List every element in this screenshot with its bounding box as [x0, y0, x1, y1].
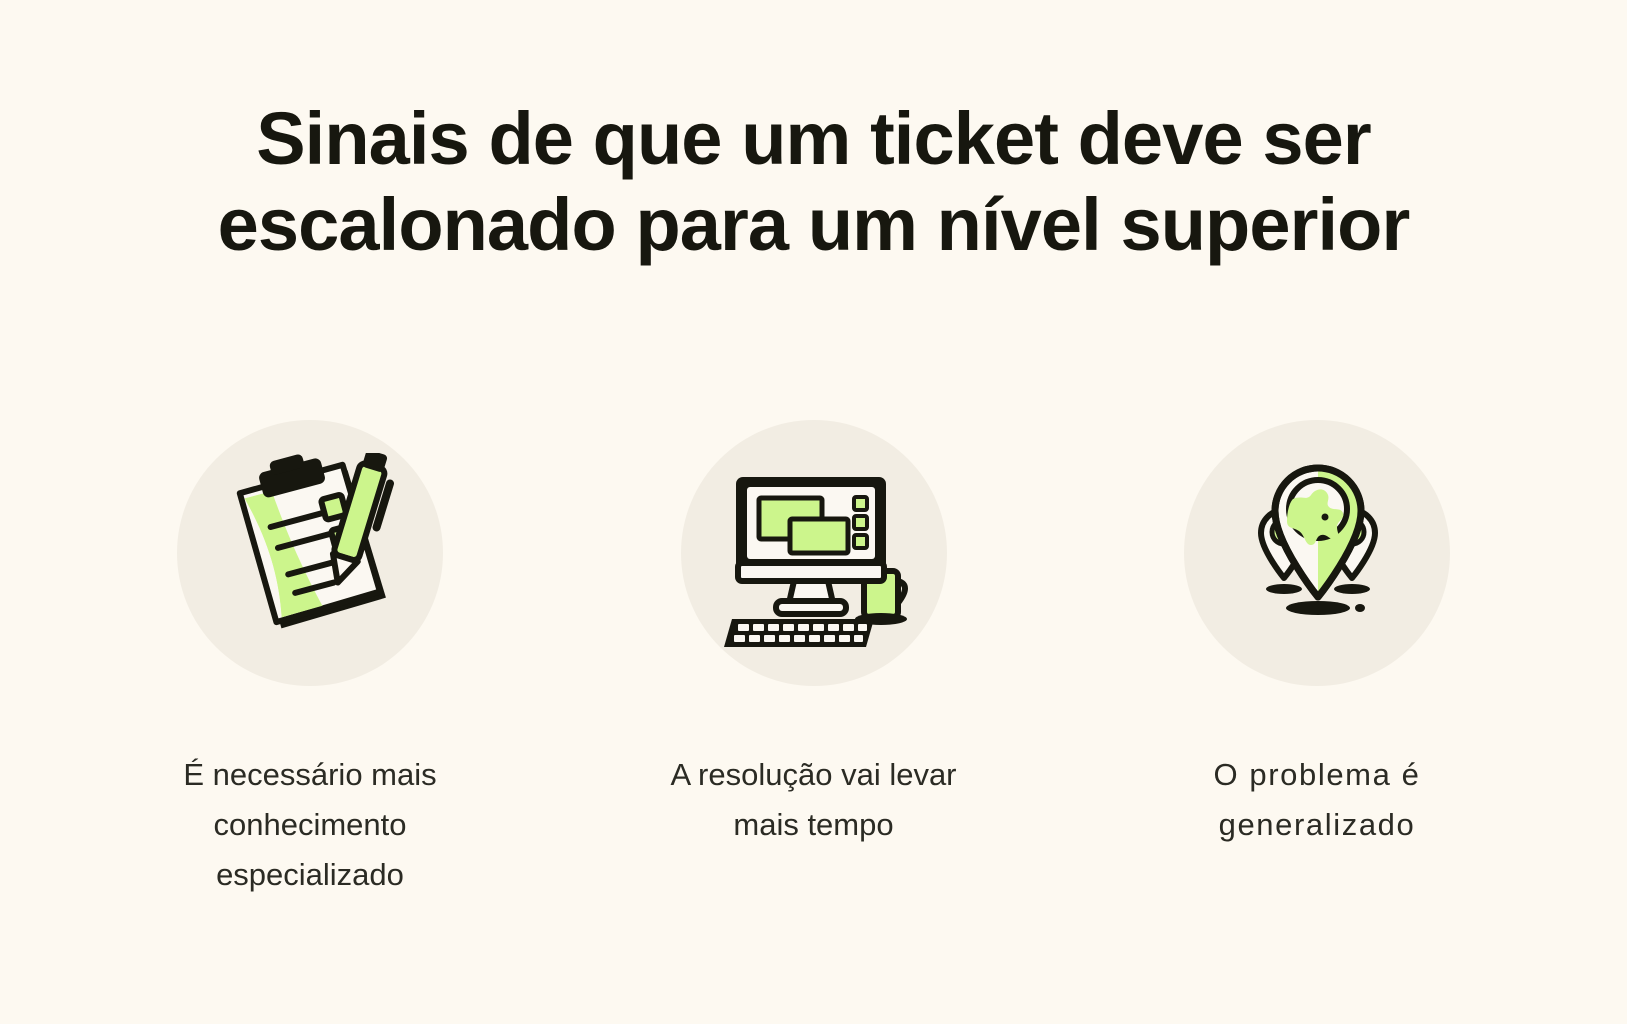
icon-circle-1 [177, 420, 443, 686]
columns-container: É necessário mais conhecimento especiali… [60, 420, 1567, 900]
icon-circle-2 [680, 420, 947, 686]
clipboard-checklist-pen-icon [210, 453, 410, 653]
page-title-line-1: Sinais de que um ticket deve ser [256, 97, 1371, 180]
column-caption-3: O problema é generalizado [1213, 750, 1420, 850]
column-resolution-time: A resolução vai levar mais tempo [564, 420, 1064, 850]
caption-2-line-1: A resolução vai levar [670, 757, 957, 792]
caption-2-line-2: mais tempo [733, 807, 894, 842]
icon-circle-3 [1184, 420, 1450, 686]
column-knowledge: É necessário mais conhecimento especiali… [60, 420, 560, 900]
column-caption-2: A resolução vai levar mais tempo [670, 750, 956, 850]
caption-1-line-2: conhecimento [213, 807, 407, 842]
map-pins-globe-icon [1217, 453, 1417, 653]
page-title-line-2: escalonado para um nível superior [217, 183, 1411, 266]
caption-1-line-1: É necessário mais [183, 757, 437, 792]
desktop-computer-mug-icon [714, 453, 914, 653]
column-caption-1: É necessário mais conhecimento especiali… [183, 750, 436, 900]
column-widespread-problem: O problema é generalizado [1067, 420, 1567, 850]
caption-3-line-1: O problema é [1213, 757, 1421, 792]
page-title: Sinais de que um ticket deve ser escalon… [0, 96, 1627, 268]
caption-3-line-2: generalizado [1218, 807, 1416, 842]
caption-1-line-3: especializado [216, 857, 404, 892]
